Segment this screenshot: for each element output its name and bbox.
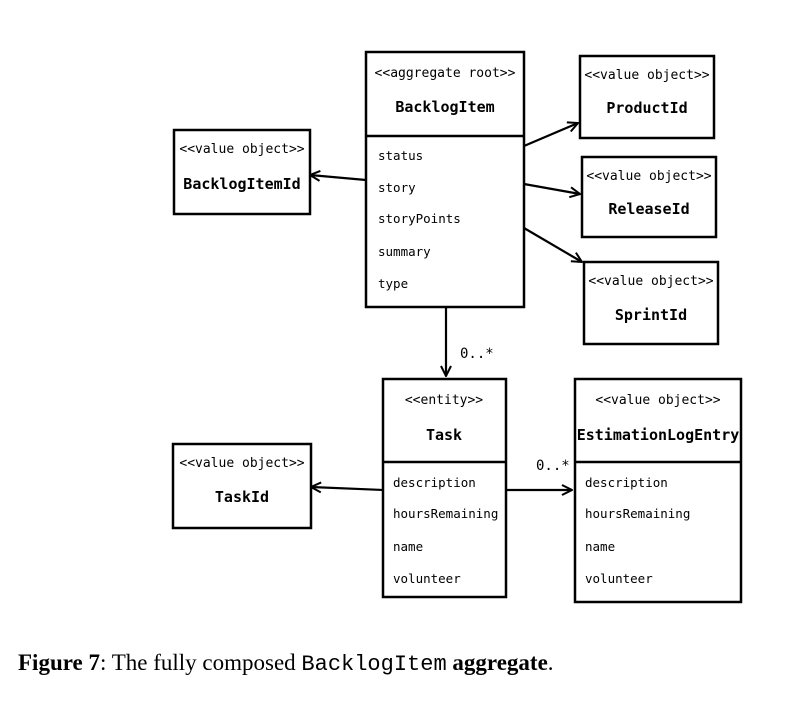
backlogitem-attr: summary — [378, 244, 431, 259]
task-attr: hoursRemaining — [393, 506, 498, 521]
taskid-stereotype: <<value object>> — [179, 456, 304, 471]
backlogitem-stereotype: <<aggregate root>> — [375, 66, 516, 81]
arrow-backlogitem-to-backlogitemid — [310, 175, 367, 180]
caption-figure-label: Figure 7 — [18, 650, 100, 675]
caption-text-a: : The fully composed — [99, 650, 302, 675]
backlogitem-attr: storyPoints — [378, 211, 461, 226]
backlogitem-attr: status — [378, 148, 423, 163]
releaseid-name: ReleaseId — [608, 200, 689, 218]
caption-code: BacklogItem — [301, 652, 447, 677]
productid-box: <<value object>> ProductId — [578, 54, 716, 140]
estimationlogentry-attr: description — [585, 475, 668, 490]
estimationlogentry-box: <<value object>> EstimationLogEntry desc… — [573, 377, 743, 604]
taskid-box: <<value object>> TaskId — [171, 442, 313, 530]
multiplicity-task-log: 0..* — [536, 458, 570, 474]
estimationlogentry-stereotype: <<value object>> — [595, 393, 720, 408]
task-attr: description — [393, 475, 476, 490]
backlogitemid-stereotype: <<value object>> — [179, 142, 304, 157]
task-attr: name — [393, 539, 423, 554]
releaseid-stereotype: <<value object>> — [586, 169, 711, 184]
backlogitem-box: <<aggregate root>> BacklogItem status st… — [364, 50, 526, 309]
task-stereotype: <<entity>> — [405, 393, 483, 408]
taskid-name: TaskId — [215, 488, 269, 506]
backlogitem-name: BacklogItem — [395, 98, 494, 116]
backlogitem-attr: type — [378, 276, 408, 291]
sprintid-stereotype: <<value object>> — [588, 274, 713, 289]
task-name: Task — [426, 426, 462, 444]
productid-stereotype: <<value object>> — [584, 68, 709, 83]
backlogitemid-box: <<value object>> BacklogItemId — [172, 128, 312, 216]
arrow-task-to-taskid — [311, 487, 384, 490]
arrow-backlogitem-to-releaseid — [523, 182, 580, 194]
sprintid-name: SprintId — [615, 306, 687, 324]
estimationlogentry-name: EstimationLogEntry — [577, 426, 740, 444]
sprintid-box: <<value object>> SprintId — [582, 260, 720, 346]
caption-text-b: aggregate — [446, 650, 548, 675]
estimationlogentry-attr: volunteer — [585, 571, 653, 586]
task-attr: volunteer — [393, 571, 461, 586]
caption-end: . — [547, 650, 554, 675]
multiplicity-backlog-task: 0..* — [460, 346, 494, 362]
releaseid-box: <<value object>> ReleaseId — [580, 155, 718, 239]
estimationlogentry-attr: name — [585, 539, 615, 554]
arrow-backlogitem-to-sprintid — [523, 227, 582, 262]
backlogitem-attr: story — [378, 180, 416, 195]
estimationlogentry-attr: hoursRemaining — [585, 506, 690, 521]
task-box: <<entity>> Task description hoursRemaini… — [381, 377, 508, 599]
productid-name: ProductId — [606, 99, 687, 117]
figure-caption: Figure 7: The fully composed BacklogItem… — [18, 650, 554, 677]
backlogitemid-name: BacklogItemId — [183, 175, 300, 193]
arrow-backlogitem-to-productid — [523, 123, 578, 148]
